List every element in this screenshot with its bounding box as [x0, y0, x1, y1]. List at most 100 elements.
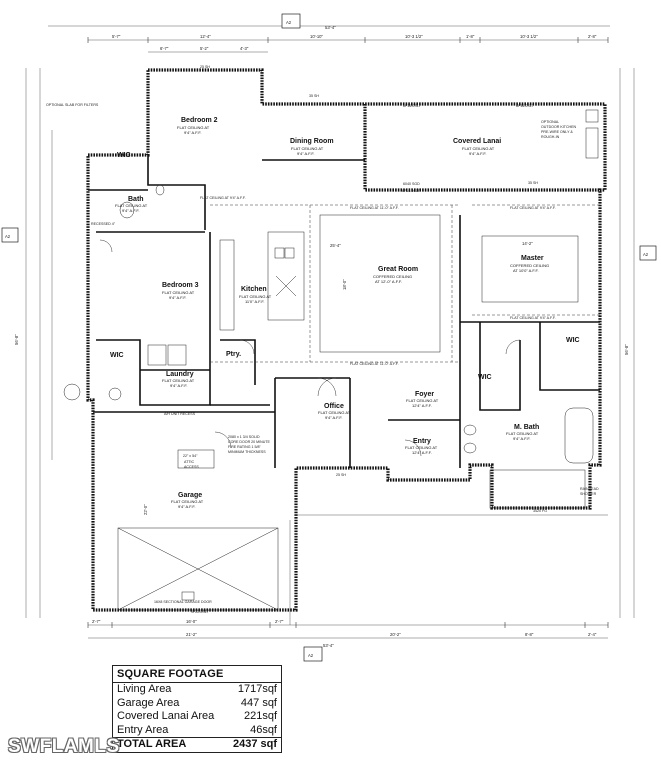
room-master-bath: M. Bath FLAT CEILING AT 9'4" A.F.F.: [506, 424, 539, 441]
svg-text:Covered Lanai: Covered Lanai: [453, 138, 501, 145]
sqft-row-living: Living Area 1717sqf: [113, 683, 281, 697]
room-laundry: Laundry FLAT CEILING AT 9'4" A.F.F.: [162, 371, 195, 388]
wic-labels: WIC WIC WIC WIC: [110, 152, 580, 381]
dim-bottom-4: 21'-2": [186, 632, 197, 637]
svg-text:2080 x 1 3/4 SOLID: 2080 x 1 3/4 SOLID: [228, 435, 260, 439]
dimension-labels: 53'-4" 5'-7" 12'-4" 10'-10" 10'-3 1/2" 1…: [14, 25, 629, 648]
svg-text:Garage: Garage: [178, 492, 202, 499]
svg-text:Kitchen: Kitchen: [241, 286, 267, 293]
svg-text:FLAT CEILING AT: FLAT CEILING AT: [318, 410, 351, 415]
watermark-logo: SWFLAMLS: [8, 736, 120, 757]
dim-top-5: 1'-8": [466, 34, 475, 39]
ceiling-lines: [210, 204, 600, 363]
svg-text:ACCESS: ACCESS: [184, 465, 199, 469]
section-marker-bottom: A2: [303, 646, 323, 662]
room-garage: Garage FLAT CEILING AT 9'4" A.F.F.: [171, 492, 204, 509]
room-master: Master COFFERED CEILING AT 10'0" A.F.F.: [510, 255, 549, 273]
svg-text:MINIMUM THICKNESS: MINIMUM THICKNESS: [228, 450, 266, 454]
svg-text:Ptry.: Ptry.: [226, 351, 241, 358]
sqft-row-garage: Garage Area 447 sqf: [113, 697, 281, 711]
dim-overall-bottom: 53'-4": [323, 643, 334, 648]
dim-great-h: 18'-0": [342, 279, 347, 290]
bathroom-fixtures: [63, 109, 599, 509]
sqft-value: 1717sqf: [237, 683, 277, 695]
section-marker-top: A2: [281, 13, 301, 29]
svg-text:OPTIONAL: OPTIONAL: [541, 120, 559, 124]
note-flat-94-b: FLAT CEILING AT 9'4" A.F.F.: [510, 206, 556, 210]
attic-access: 22" x 54" ATTIC ACCESS: [177, 449, 215, 469]
sqft-value: 46sqf: [250, 723, 277, 736]
svg-text:RAINHEAD: RAINHEAD: [580, 487, 599, 491]
window-tag-7: 35 SH: [309, 94, 319, 98]
svg-text:A2: A2: [286, 20, 292, 25]
svg-text:Laundry: Laundry: [166, 371, 194, 378]
note-ac-recess: A/H UNIT RECESS: [164, 412, 196, 416]
svg-text:9'4" A.F.F.: 9'4" A.F.F.: [178, 504, 196, 509]
svg-text:Bedroom 2: Bedroom 2: [181, 117, 218, 124]
svg-text:FLAT CEILING AT: FLAT CEILING AT: [406, 398, 439, 403]
wic-label-master-2: WIC: [478, 374, 492, 381]
note-flat-11-b: FLAT CEILING AT 11'-0" A.F.F.: [350, 362, 399, 366]
svg-text:ATTIC: ATTIC: [184, 460, 195, 464]
svg-text:FLAT CEILING AT: FLAT CEILING AT: [162, 378, 195, 383]
sqft-label: Living Area: [117, 683, 172, 695]
wic-label-bed3: WIC: [110, 352, 124, 359]
section-marker-right: A2: [639, 245, 657, 261]
note-flat-94-c: FLAT CEILING AT 9'4" A.F.F.: [510, 316, 556, 320]
dim-great-w: 25'-4": [330, 243, 341, 248]
svg-text:FLAT CEILING AT: FLAT CEILING AT: [239, 294, 272, 299]
svg-text:Office: Office: [324, 403, 344, 410]
svg-text:9'4" A.F.F.: 9'4" A.F.F.: [122, 208, 140, 213]
svg-text:FLAT CEILING AT: FLAT CEILING AT: [462, 146, 495, 151]
svg-text:COFFERED CEILING: COFFERED CEILING: [510, 263, 549, 268]
svg-text:9'4" A.F.F.: 9'4" A.F.F.: [469, 151, 487, 156]
sqft-total-value: 2437 sqf: [232, 738, 277, 750]
svg-text:Entry: Entry: [413, 438, 431, 445]
svg-text:PRE-WIRE ONLY &: PRE-WIRE ONLY &: [541, 130, 573, 134]
square-footage-table: SQUARE FOOTAGE Living Area 1717sqf Garag…: [112, 665, 282, 753]
sqft-row-total: TOTAL AREA 2437 sqf: [113, 737, 281, 752]
window-tag-6: 25 SH: [200, 65, 210, 69]
dim-garage-h: 22'-0": [143, 504, 148, 515]
svg-text:Dining Room: Dining Room: [290, 138, 334, 145]
dim-top-3: 10'-10": [310, 34, 324, 39]
note-garage-door: 16X8 SECTIONAL GARAGE DOOR: [154, 600, 212, 604]
room-foyer: Foyer FLAT CEILING AT 12'4" A.F.F.: [406, 391, 439, 408]
note-recessed: RECESSED 4": [91, 222, 116, 226]
svg-text:9'4" A.F.F.: 9'4" A.F.F.: [169, 295, 187, 300]
room-dining: Dining Room FLAT CEILING AT 9'4" A.F.F.: [290, 138, 334, 156]
dim-bed2-w1: 6'-7": [160, 46, 169, 51]
dim-top-4: 10'-3 1/2": [405, 34, 423, 39]
sqft-row-entry: Entry Area 46sqf: [113, 724, 281, 738]
svg-text:COFFERED CEILING: COFFERED CEILING: [373, 274, 412, 279]
room-kitchen: Kitchen FLAT CEILING AT 11'0" A.F.F.: [239, 286, 272, 304]
dim-bottom-7: 2'-4": [588, 632, 597, 637]
svg-text:CORE DOOR 20 MINUTE: CORE DOOR 20 MINUTE: [228, 440, 271, 444]
room-bedroom2: Bedroom 2 FLAT CEILING AT 9'4" A.F.F.: [177, 117, 218, 135]
window-tags: 6F16-0S1T 6F16-0S1T 6040 SGD 6F16-0S1T 9…: [191, 65, 547, 614]
window-tag-2: 6F16-0S1T: [516, 104, 535, 108]
svg-text:9'4" A.F.F.: 9'4" A.F.F.: [184, 130, 202, 135]
dim-top-1: 5'-7": [112, 34, 121, 39]
svg-text:Bedroom 3: Bedroom 3: [162, 282, 199, 289]
dim-bottom-2: 16'-0": [186, 619, 197, 624]
dim-bottom-1: 2'-7": [92, 619, 101, 624]
room-covered-lanai: Covered Lanai FLAT CEILING AT 9'4" A.F.F…: [453, 138, 501, 156]
wic-label-master-1: WIC: [566, 337, 580, 344]
dim-overall-right: 56'-8": [624, 344, 629, 355]
garage-door: [117, 527, 279, 611]
svg-text:22" x 54": 22" x 54": [183, 454, 198, 458]
sqft-label: Covered Lanai Area: [117, 710, 215, 722]
dim-overall-left: 56'-8": [14, 334, 19, 345]
svg-text:FLAT CEILING AT: FLAT CEILING AT: [177, 125, 210, 130]
dim-top-7: 2'-8": [588, 34, 597, 39]
svg-text:M. Bath: M. Bath: [514, 424, 539, 431]
svg-text:A2: A2: [308, 653, 314, 658]
dim-bed2-w2: 5'-2": [200, 46, 209, 51]
window-tag-3: 6040 SGD: [403, 182, 420, 186]
great-room-coffer: [319, 214, 441, 353]
window-tag-5: 9F22-0S1T: [191, 610, 210, 614]
note-slab: OPTIONAL SLAB FOR FILTERS: [46, 103, 99, 107]
room-pantry: Ptry.: [226, 351, 241, 358]
room-office: Office FLAT CEILING AT 9'4" A.F.F.: [318, 403, 351, 420]
